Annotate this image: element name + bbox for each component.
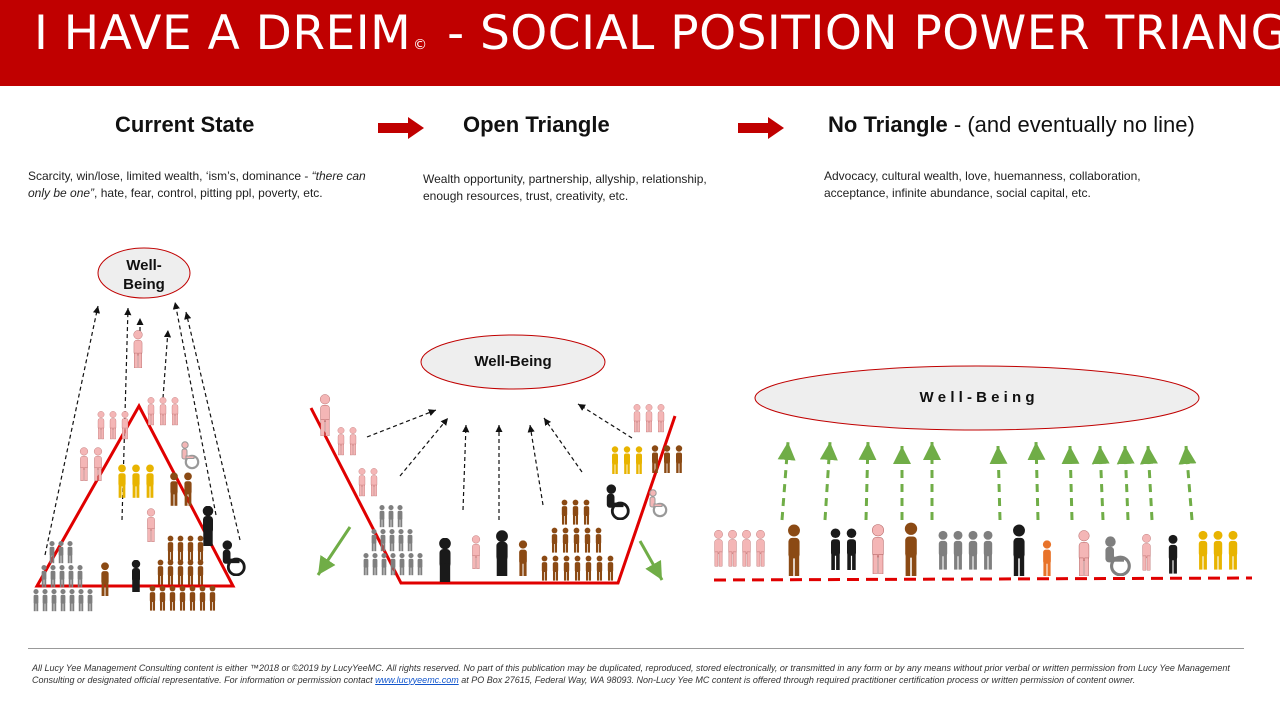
green-arrows xyxy=(316,526,664,581)
well-being-label-none: W e l l - B e i n g xyxy=(919,389,1035,406)
well-being-ellipse xyxy=(754,365,1200,431)
people-current xyxy=(33,330,246,612)
description-open-triangle: Wealth opportunity, partnership, allyshi… xyxy=(423,172,707,203)
description-no-triangle: Advocacy, cultural wealth, love, huemann… xyxy=(824,169,1141,200)
desc-tail: , hate, fear, control, pitting ppl, pove… xyxy=(94,186,323,200)
footer-text-after: at PO Box 27615, Federal Way, WA 98093. … xyxy=(458,674,1136,685)
well-being-ellipse xyxy=(97,247,191,299)
red-dashed-baseline xyxy=(713,576,1253,582)
description-current-state: Scarcity, win/lose, limited wealth, ‘ism… xyxy=(28,168,373,202)
desc-italic: “there can only be one” xyxy=(28,169,366,200)
people-no-triangle xyxy=(713,522,1238,576)
well-being-label-current: Well- Being xyxy=(110,256,178,294)
open-triangle xyxy=(309,407,677,585)
title-right: - SOCIAL POSITION POWER TRIANGLE xyxy=(431,6,1280,61)
arrow-right-icon xyxy=(378,117,424,139)
heading-no-triangle: No Triangle - (and eventually no line) xyxy=(828,112,1195,138)
well-being-label-open: Well-Being xyxy=(474,353,552,370)
copyright-footer: All Lucy Yee Management Consulting conte… xyxy=(32,663,1268,686)
title-left: I HAVE A DREIM xyxy=(34,6,412,61)
dashed-arrows xyxy=(366,403,633,520)
arrow-right-icon xyxy=(738,117,784,139)
green-dashed-arrows xyxy=(777,441,1197,521)
desc-plain: Scarcity, win/lose, limited wealth, ‘ism… xyxy=(28,169,312,183)
well-being-line1: Well- xyxy=(126,257,162,274)
copyright-mark: © xyxy=(413,37,428,53)
footer-text: All Lucy Yee Management Consulting conte… xyxy=(32,663,1230,685)
heading-no-triangle-sub: - (and eventually no line) xyxy=(953,112,1195,137)
well-being-line2: Being xyxy=(123,276,165,293)
title-banner: I HAVE A DREIM© - SOCIAL POSITION POWER … xyxy=(0,0,1280,86)
footer-link[interactable]: www.lucyyeemc.com xyxy=(375,674,459,685)
heading-open-triangle: Open Triangle xyxy=(463,112,610,137)
well-being-ellipse xyxy=(420,334,606,390)
page-title: I HAVE A DREIM© - SOCIAL POSITION POWER … xyxy=(34,6,1280,61)
heading-no-triangle-main: No Triangle xyxy=(828,112,948,137)
heading-current-state: Current State xyxy=(115,112,255,137)
footer-divider xyxy=(28,648,1244,649)
